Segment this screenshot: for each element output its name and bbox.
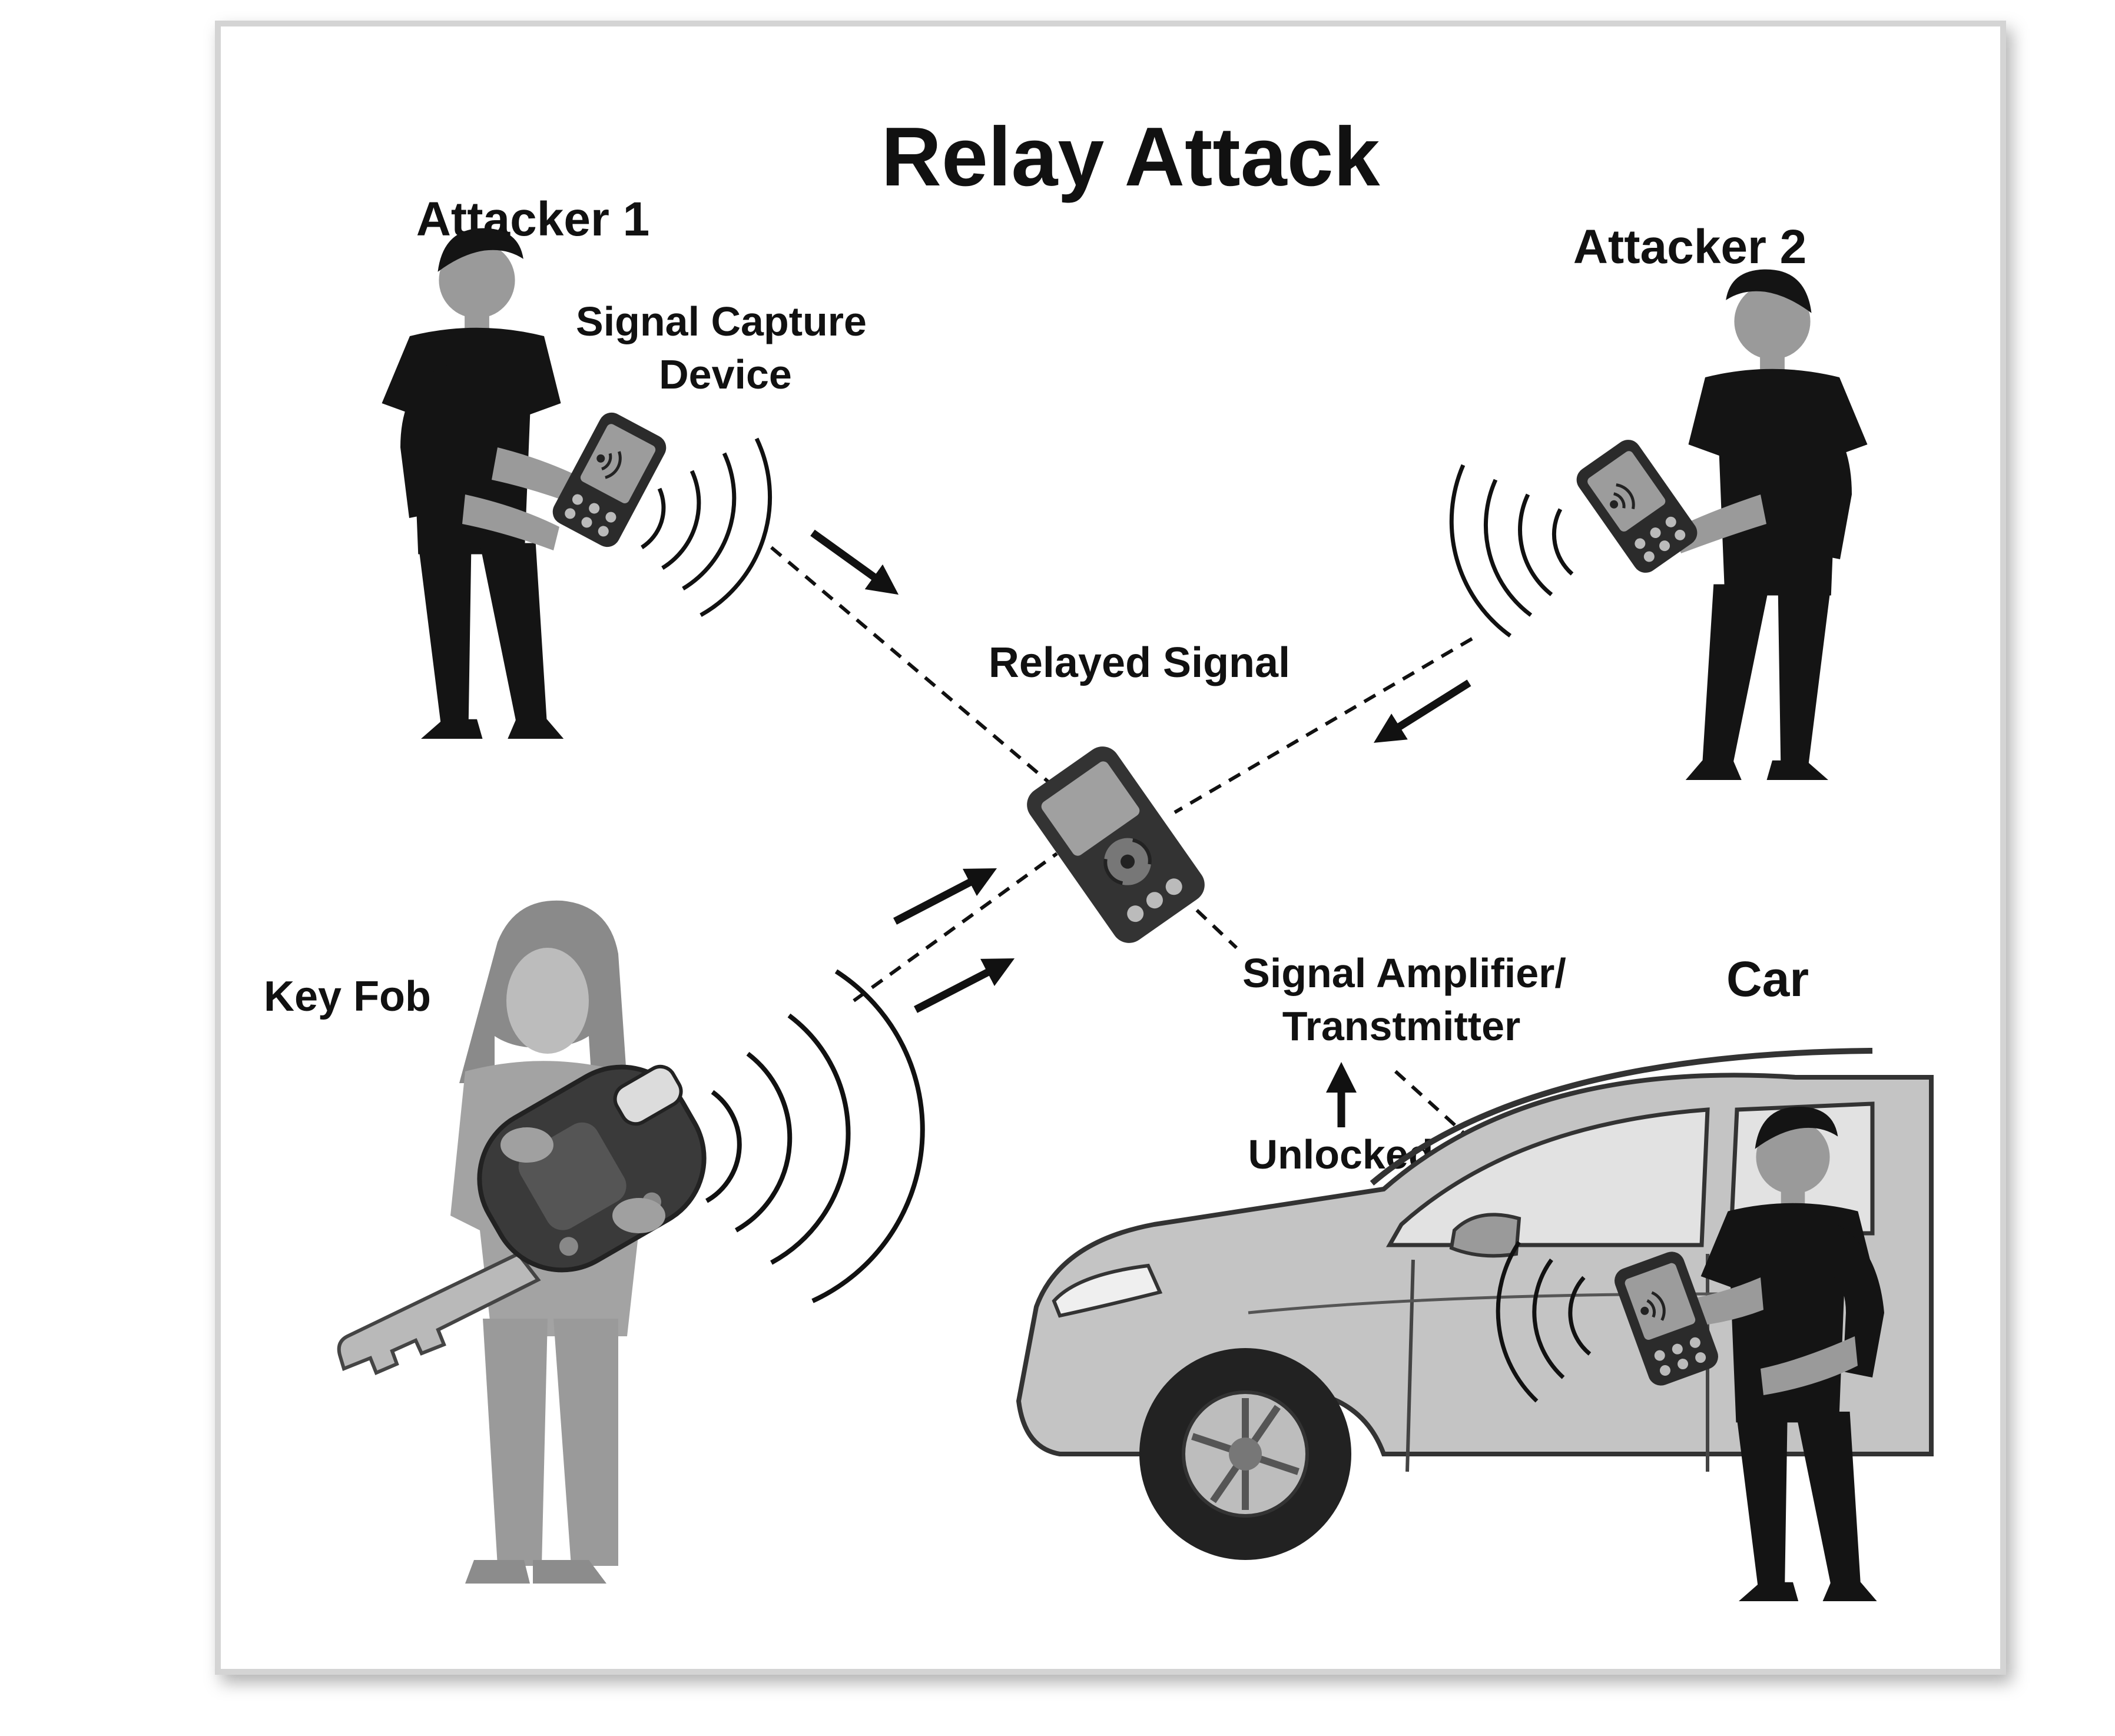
label-signal-amplifier: Signal Amplifier/ [1242, 950, 1566, 996]
label-attacker-2: Attacker 2 [1573, 220, 1807, 274]
label-transmitter: Transtmitter [1282, 1003, 1521, 1049]
car-attacker-figure [1496, 1106, 1884, 1601]
diagram-title: Relay Attack [881, 110, 1380, 204]
label-unlocked: Unlocked [1248, 1131, 1433, 1177]
label-key-fob: Key Fob [264, 973, 431, 1020]
relay-line-attacker2 [1173, 637, 1473, 814]
signal-waves-icon [705, 969, 925, 1303]
signal-waves-icon [1496, 1241, 1592, 1403]
key-fob-holder-figure [337, 900, 925, 1584]
label-attacker-1: Attacker 1 [416, 192, 650, 246]
car-key-fob-icon [337, 1064, 707, 1375]
label-device: Device [659, 351, 792, 397]
attacker-2-figure [1449, 269, 1868, 780]
attacker-1-figure [382, 228, 773, 739]
signal-waves-icon [641, 437, 773, 618]
arrow-icon [914, 958, 1015, 1013]
relay-line-keyfob [853, 852, 1058, 1003]
label-signal-capture: Signal Capture [576, 298, 867, 344]
relay-device-icon [1027, 746, 1205, 943]
arrow-icon [810, 529, 899, 595]
signal-waves-icon [1449, 464, 1574, 638]
arrow-icon [893, 868, 997, 925]
label-relayed-signal: Relayed Signal [989, 639, 1290, 686]
label-car: Car [1726, 951, 1809, 1007]
arrow-icon [1373, 679, 1471, 743]
